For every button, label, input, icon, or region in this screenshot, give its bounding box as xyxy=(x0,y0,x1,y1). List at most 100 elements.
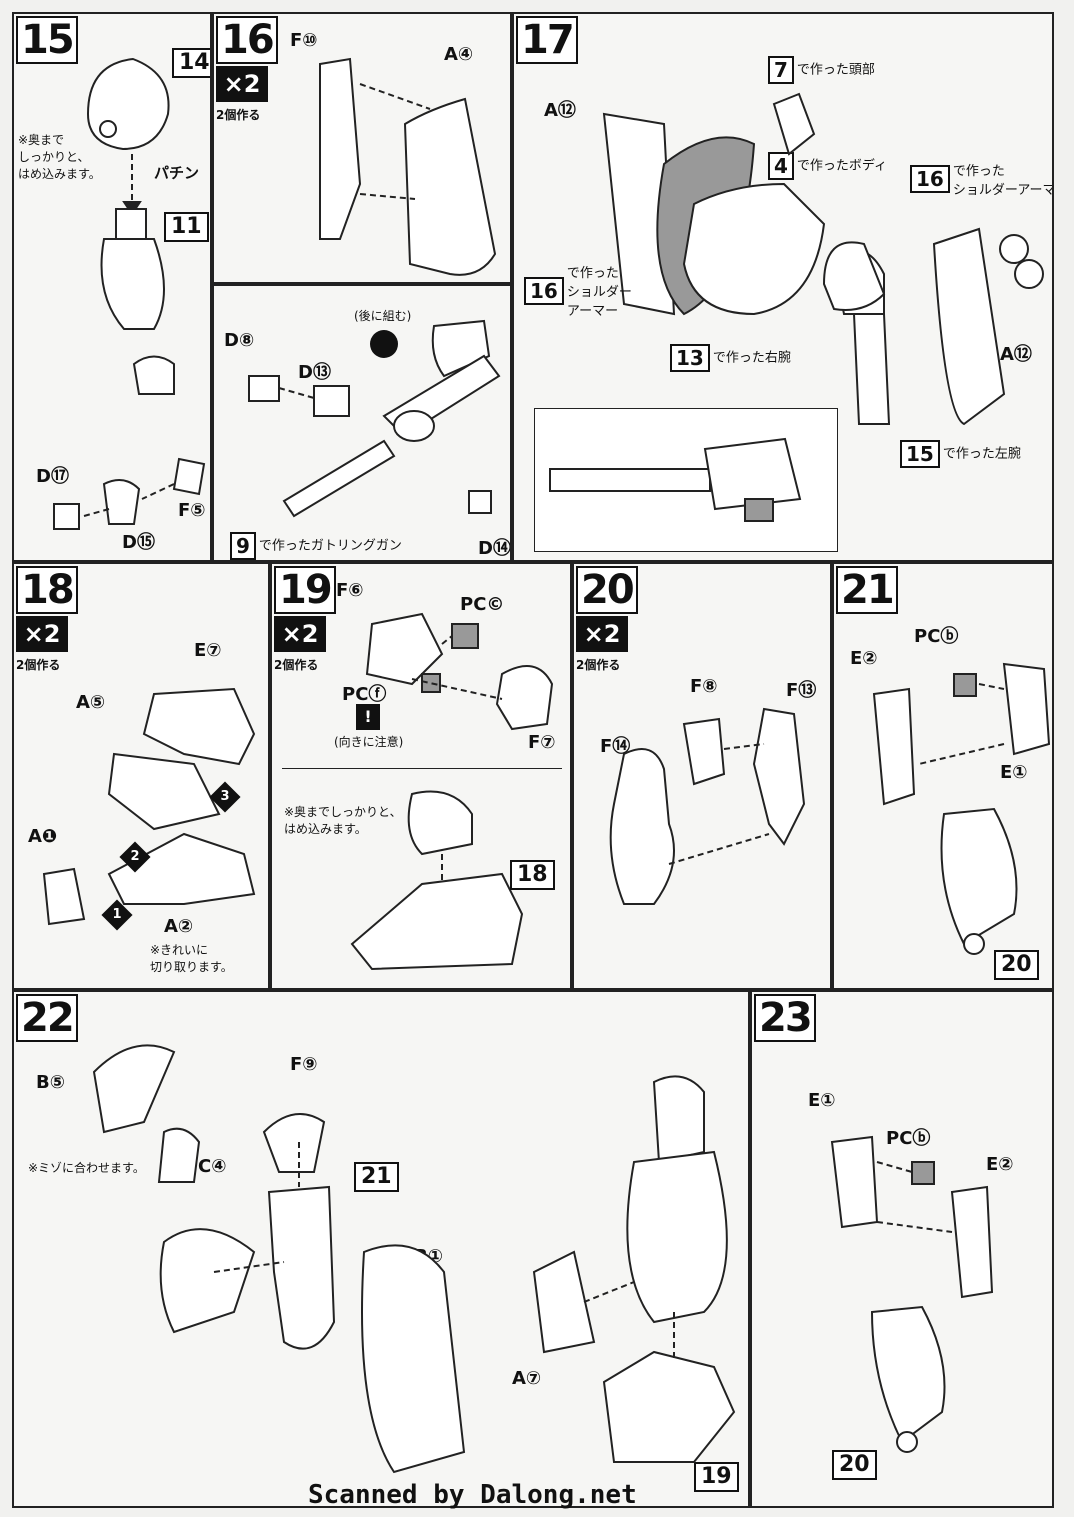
leg-assembly-diagram xyxy=(92,1044,736,1474)
insert-note: ※奥まで しっかりと、 はめ込みます。 xyxy=(18,133,101,181)
quantity-badge: ×2 xyxy=(274,616,326,652)
hip-joint-parts xyxy=(365,612,554,731)
quantity-note: 2個作る xyxy=(576,658,621,672)
part-label-b5: B⑤ xyxy=(36,1072,65,1093)
part-label-a2: A② xyxy=(164,916,194,937)
divider-line xyxy=(282,768,562,769)
part-label-e2: E② xyxy=(986,1154,1014,1175)
step-21-panel: 21 PCⓑ E② E① 20 xyxy=(832,562,1054,990)
order-badge-2: 2 xyxy=(119,841,151,873)
step-number: 15 xyxy=(16,16,78,64)
gatling-gun-part xyxy=(248,319,501,518)
part-label-d17: D⑰ xyxy=(36,466,69,487)
step-20-panel: 20 ×2 2個作る F⑧ F⑬ F⑭ xyxy=(572,562,832,990)
ref-text: で作った ショルダー アーマー xyxy=(566,266,632,319)
part-ref-14: 14 xyxy=(172,48,210,78)
shoulder-ref-b: 16で作った ショルダー アーマー xyxy=(524,262,632,319)
part-label-e2: E② xyxy=(850,648,878,669)
ref-step-15: 15 xyxy=(900,440,940,468)
ref-step-7: 7 xyxy=(768,56,794,84)
ref-step-13: 13 xyxy=(670,344,710,372)
step-15-panel: 15 14 ※奥まで しっかりと、 はめ込みます。 パチン 11 D⑰ F⑤ D… xyxy=(12,12,212,562)
warning-icon: ! xyxy=(356,704,380,730)
shoulder-cap-part xyxy=(86,57,170,151)
lower-leg-parts xyxy=(872,662,1051,955)
part-label-a7: A⑦ xyxy=(512,1368,542,1389)
ref-step-16: 16 xyxy=(910,165,950,193)
part-label-pcc: PC© xyxy=(460,594,505,615)
part-label-f7: F⑦ xyxy=(528,732,556,753)
left-arm-assembly xyxy=(822,227,1044,426)
quantity-note: 2個作る xyxy=(16,658,61,672)
step-number: 18 xyxy=(16,566,78,614)
instruction-page: 15 14 ※奥まで しっかりと、 はめ込みます。 パチン 11 D⑰ F⑤ D… xyxy=(12,12,1054,1510)
part-label-e1: E① xyxy=(808,1090,836,1111)
step-23-panel: 23 E① PCⓑ E② 20 xyxy=(750,990,1054,1508)
ref-step-4: 4 xyxy=(768,152,794,180)
step-16-panel: 16 ×2 2個作る F⑩ A④ xyxy=(212,12,512,284)
part-label-d15: D⑮ xyxy=(122,532,155,553)
part-label-a1: A❶ xyxy=(28,826,58,847)
part-label-pcb: PCⓑ xyxy=(914,626,959,647)
part-label-f8: F⑧ xyxy=(690,676,718,697)
hand-assembly xyxy=(53,457,206,530)
part-label-f5: F⑤ xyxy=(178,500,206,521)
step-number: 22 xyxy=(16,994,78,1042)
part-label-a5: A⑤ xyxy=(76,692,106,713)
step-19-panel: 19 ×2 2個作る F⑥ PC© PCⓕ F⑦ ! (向きに注意) ※奥までし… xyxy=(270,562,572,990)
ref-step-16b: 16 xyxy=(524,276,564,305)
step-number: 20 xyxy=(576,566,638,614)
step-number: 17 xyxy=(516,16,578,64)
groove-note: ※ミゾに合わせます。 xyxy=(28,1161,145,1175)
cut-note: ※きれいに 切り取ります。 xyxy=(150,943,233,974)
step-18-panel: 18 ×2 2個作る E⑦ A⑤ A❶ A② ※きれいに 切り取ります。 1 2… xyxy=(12,562,270,990)
step-number: 16 xyxy=(216,16,278,64)
part-label-d8: D⑧ xyxy=(224,330,255,351)
part-label-f10: F⑩ xyxy=(290,30,318,51)
part-label-pcb: PCⓑ xyxy=(886,1128,931,1149)
leg-armor-parts xyxy=(42,687,256,926)
ref-text: で作ったガトリングガン xyxy=(258,538,402,554)
part-ref-11: 11 xyxy=(164,212,209,242)
part-label-e7: E⑦ xyxy=(194,640,222,661)
hand-part xyxy=(132,355,175,395)
part-ref-20: 20 xyxy=(994,950,1039,980)
lower-leg-parts-mirror xyxy=(830,1135,994,1453)
orientation-note: (向きに注意) xyxy=(334,735,404,749)
quantity-badge: ×2 xyxy=(16,616,68,652)
part-label-d13: D⑬ xyxy=(298,362,331,383)
insert-note: ※奥までしっかりと、 はめ込みます。 xyxy=(284,805,402,836)
part-ref-19: 19 xyxy=(694,1462,739,1492)
part-label-f13: F⑬ xyxy=(786,680,817,701)
part-ref-18: 18 xyxy=(510,860,555,890)
ref-text: で作ったボディ xyxy=(796,158,888,174)
part-label-a12: A⑫ xyxy=(544,100,576,121)
part-label-d14: D⑭ xyxy=(478,538,511,559)
order-badge-3: 3 xyxy=(209,781,241,813)
quantity-badge: ×2 xyxy=(576,616,628,652)
ref-text: で作った右腕 xyxy=(712,350,791,366)
part-label-a12b: A⑫ xyxy=(1000,344,1032,365)
quantity-badge: ×2 xyxy=(216,66,268,102)
black-dot-icon xyxy=(370,330,398,358)
part-ref-21: 21 xyxy=(354,1162,399,1192)
ref-text: で作った左腕 xyxy=(942,446,1021,462)
quantity-note: 2個作る xyxy=(216,108,261,122)
armor-frame-part xyxy=(319,57,497,276)
quantity-note: 2個作る xyxy=(274,658,319,672)
step-22-panel: 22 B⑤ C④ ※ミゾに合わせます。 F⑨ 21 B① A⑦ 19 xyxy=(12,990,750,1508)
step-number: 23 xyxy=(754,994,816,1042)
leg-assembly-part xyxy=(350,790,524,971)
part-label-f14: F⑭ xyxy=(600,736,631,757)
ref-step-9: 9 xyxy=(230,532,256,560)
part-label-f6: F⑥ xyxy=(336,580,364,601)
part-label-c4: C④ xyxy=(198,1156,227,1177)
